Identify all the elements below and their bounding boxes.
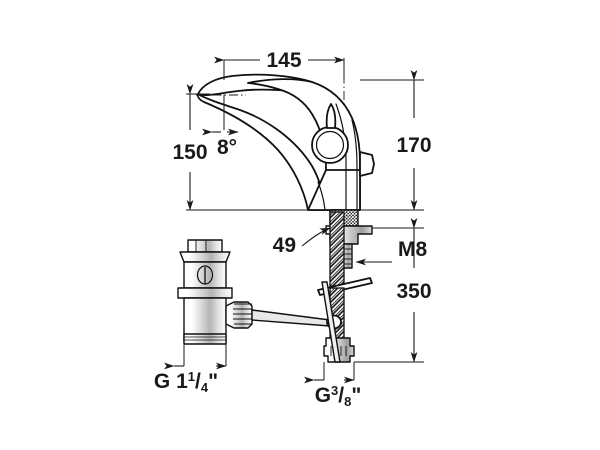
side-port-ribs <box>233 303 252 325</box>
thread-label-waste: G 11/4" <box>154 344 227 395</box>
dimension-label-8deg: 8° <box>217 136 237 159</box>
body-contour-line-3 <box>317 181 326 211</box>
dimension-170: 170 <box>360 70 432 211</box>
dimension-49: 49 <box>273 227 331 257</box>
waste-top-cap <box>187 239 223 253</box>
dimension-label-m8: M8 <box>398 238 427 261</box>
dimension-label-150: 150 <box>172 141 207 164</box>
vertical-pull-rod <box>321 281 341 363</box>
thread-label-waste-text: G 11/4" <box>154 369 218 395</box>
lift-rod <box>251 309 331 327</box>
braided-hose-upper <box>329 211 345 287</box>
thread-label-hose-text: G3/8" <box>315 383 362 409</box>
side-lever-tab <box>359 151 375 177</box>
dimension-label-49: 49 <box>273 234 296 257</box>
body-contour-line-2 <box>351 119 358 211</box>
waste-collar <box>177 287 233 299</box>
dimension-m8: M8 <box>355 238 427 266</box>
dimension-150: 150 <box>172 84 326 211</box>
dimension-label-350: 350 <box>396 280 431 303</box>
outlet-thread-lines <box>184 336 226 341</box>
tap-body-assembly <box>196 73 375 211</box>
dimension-label-145: 145 <box>266 49 301 72</box>
handle-stem <box>325 103 337 129</box>
waste-outlet-thread <box>183 333 227 345</box>
waste-shoulder <box>179 251 231 263</box>
pop-up-waste-assembly <box>177 239 342 363</box>
handle-ring-inner <box>315 130 345 160</box>
dimension-145: 145 <box>214 49 345 80</box>
handle-ring-outer <box>311 126 349 164</box>
dimension-label-170: 170 <box>396 134 431 157</box>
dimension-8-degrees: 8° <box>202 96 239 159</box>
thread-label-hose: G3/8" <box>304 362 362 409</box>
